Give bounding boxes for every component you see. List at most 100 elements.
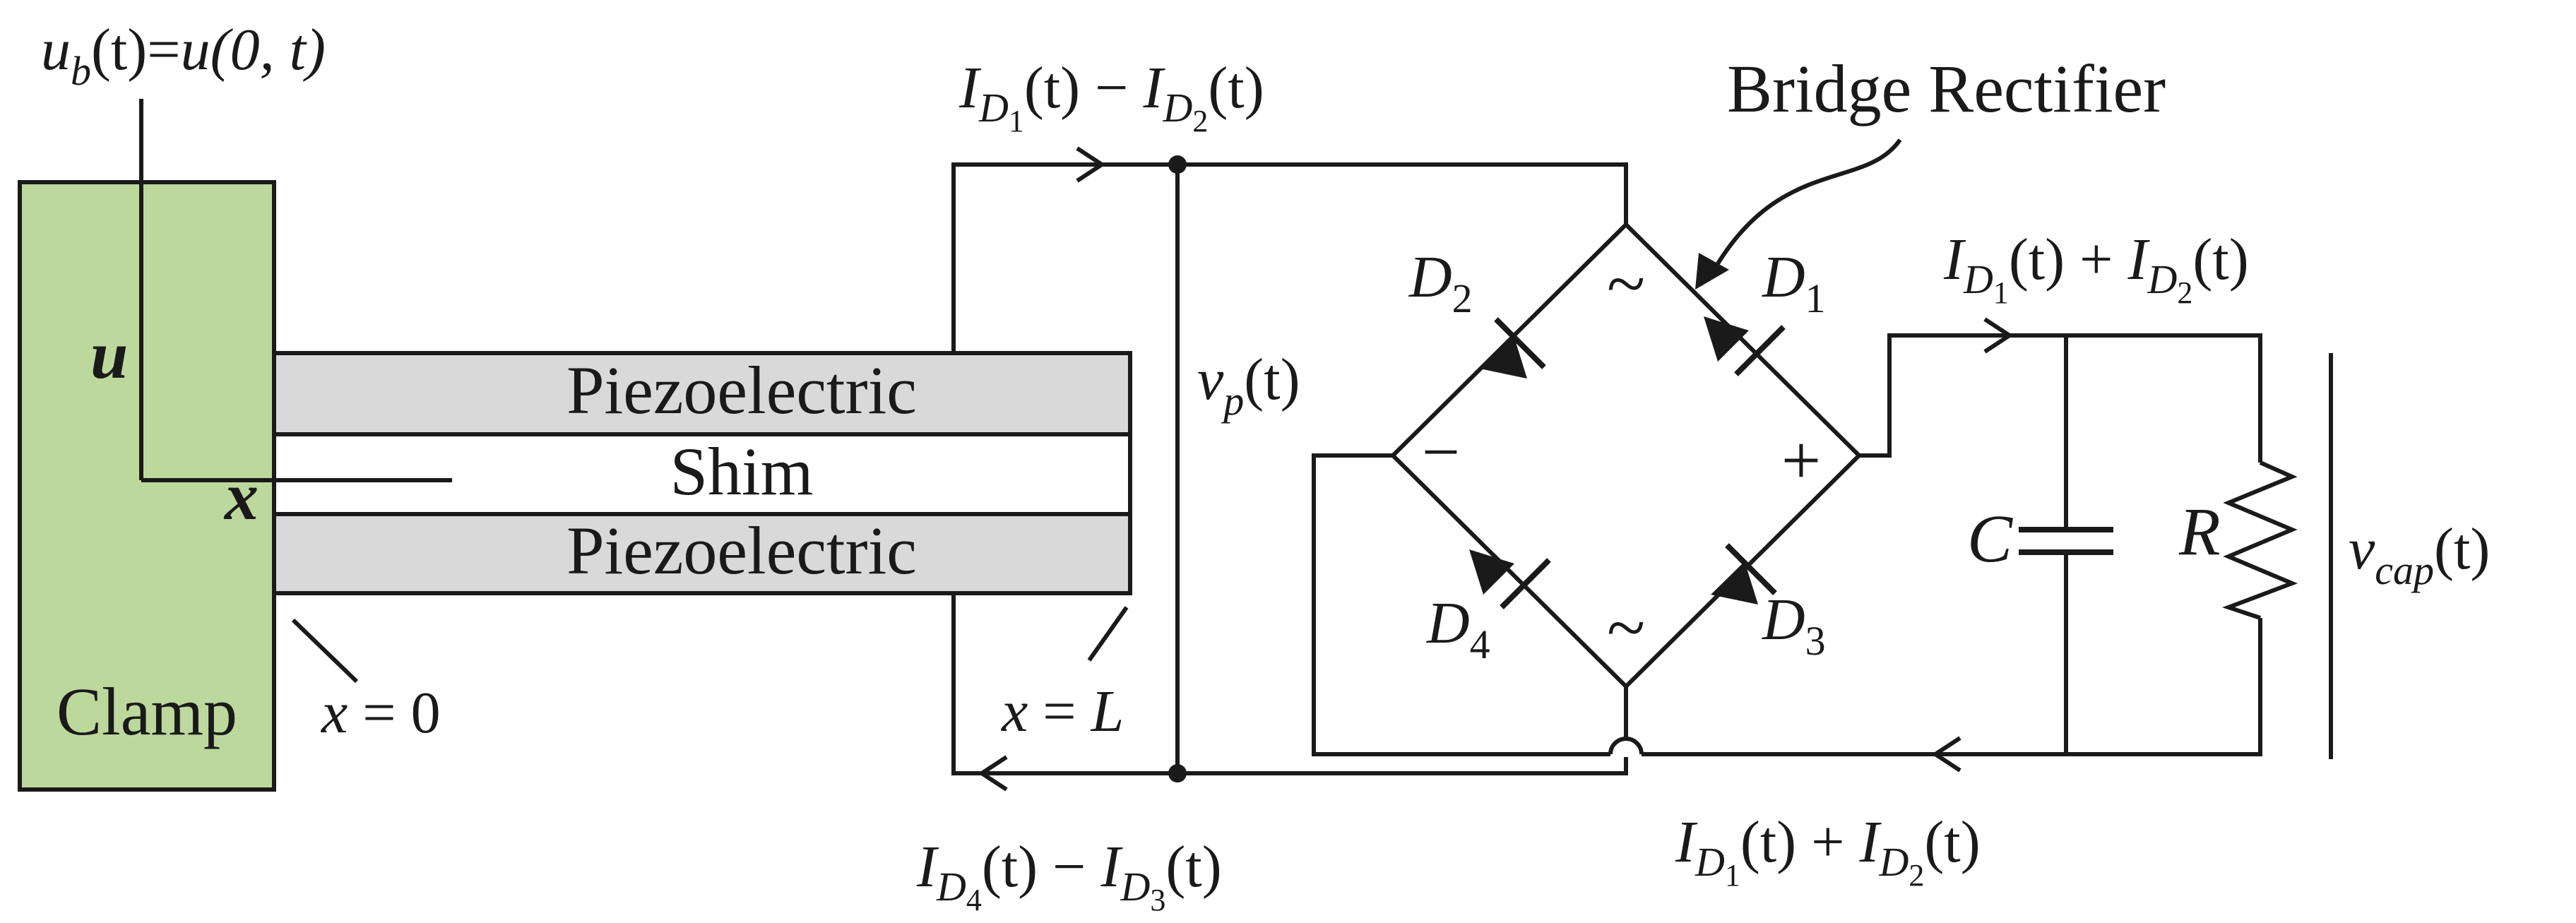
d4-bar: [1500, 558, 1551, 609]
positive-output-wire: [1859, 333, 2262, 463]
negative-return-wire: [1312, 453, 1610, 756]
cur-rb-t2: (t): [1924, 809, 1980, 875]
bottom-layer-label: Piezoelectric: [566, 513, 917, 588]
d4-label: D4: [1426, 590, 1490, 667]
vcap-sub: cap: [2375, 547, 2434, 593]
ub-t: (t)=: [91, 17, 181, 83]
d1-triangle: [1704, 316, 1749, 362]
ub-sub: b: [71, 48, 91, 94]
capacitor-label: C: [1967, 501, 2013, 576]
top-piezo-layer: [272, 351, 1132, 436]
beam-layers: Piezoelectric Shim Piezoelectric: [272, 351, 1132, 595]
positive-terminal-sign: +: [1781, 421, 1821, 499]
ub-u: u: [41, 17, 71, 83]
wire-crossover-hop: [1608, 737, 1644, 755]
d2-label: D2: [1408, 244, 1473, 321]
x0-arrow: [291, 618, 359, 684]
cur-bl-i2: I: [1100, 834, 1124, 900]
top-current-arrowhead: [1076, 146, 1106, 183]
diode-d3: [1711, 543, 1777, 605]
vp-v: v: [1197, 347, 1224, 412]
cur-tl-d1: D: [978, 85, 1009, 131]
bridge-rectifier-leader-head: [1695, 253, 1729, 290]
vp-label: vp(t): [1197, 347, 1300, 424]
cur-rb-d2: D: [1879, 839, 1909, 885]
d3-bar: [1725, 543, 1777, 595]
cur-rb-d1: D: [1694, 839, 1725, 885]
cur-rb-i2: I: [1859, 809, 1882, 875]
cur-rt-b: 2: [2177, 275, 2192, 310]
cur-tl-i2: I: [1143, 55, 1166, 121]
d4-triangle: [1469, 549, 1514, 595]
base-excitation-label: ub(t)=u(0, t): [41, 17, 326, 94]
current-label-bottom-left: ID4(t) − ID3(t): [916, 834, 1222, 917]
circuit-wires: [951, 162, 2298, 775]
bridge-rectifier-leader: [1711, 138, 1902, 273]
ac-symbol-top: ~: [1607, 244, 1645, 323]
right-bottom-current-arrowhead: [1931, 736, 1961, 773]
cur-tl-a: 1: [1009, 104, 1024, 138]
right-top-current-arrowhead: [1983, 317, 2014, 354]
bottom-node-dot: [1168, 764, 1187, 782]
x0-rest: = 0: [348, 680, 440, 746]
d1-sub: 1: [1805, 275, 1826, 321]
cur-bl-b: 3: [1150, 883, 1165, 917]
cur-rt-op: +: [2065, 227, 2127, 292]
vcap-label: vcap(t): [2349, 516, 2490, 593]
cur-bl-op: −: [1038, 834, 1100, 900]
diode-d1: [1704, 316, 1786, 376]
shim-layer: [272, 432, 1132, 516]
xL-pointer: x = L: [1000, 606, 1129, 744]
resistor-zigzag: [2222, 460, 2298, 620]
x-axis-label: x: [223, 458, 259, 534]
d1-bar: [1734, 325, 1786, 376]
x0-label: x = 0: [320, 680, 441, 746]
cur-bl-d2: D: [1120, 864, 1151, 910]
ac-symbol-bottom: ~: [1607, 588, 1645, 667]
clamp-block: [18, 180, 276, 792]
xL-label: x = L: [1000, 679, 1124, 744]
x0-pointer: x = 0: [291, 618, 441, 746]
shim-label: Shim: [670, 434, 814, 509]
diode-d2: [1480, 317, 1546, 379]
bottom-lead-wire: [951, 593, 1628, 775]
clamp-label: Clamp: [57, 674, 237, 749]
cur-bl-i1: I: [916, 834, 939, 900]
cur-rt-d1: D: [1963, 256, 1993, 302]
x0-var: x: [320, 680, 348, 746]
vp-rest: (t): [1244, 347, 1300, 412]
d4-sub: 4: [1470, 621, 1490, 667]
bridge-rectifier-title: Bridge Rectifier: [1727, 51, 2166, 126]
xL-L: L: [1091, 679, 1124, 744]
d4-letter: D: [1426, 590, 1470, 656]
cur-tl-t2: (t): [1208, 55, 1264, 121]
cur-rb-a: 1: [1725, 858, 1740, 893]
coordinate-axes: u x: [90, 98, 453, 534]
u-axis-label: u: [90, 317, 128, 393]
cur-tl-t1: (t): [1024, 55, 1080, 121]
cur-bl-a: 4: [966, 883, 982, 917]
diode-d4: [1469, 549, 1551, 609]
xL-var: x: [1000, 679, 1028, 744]
negative-terminal-sign: −: [1422, 414, 1460, 489]
d2-bar: [1494, 317, 1546, 369]
cur-rb-i1: I: [1675, 809, 1698, 875]
cur-tl-op: −: [1080, 55, 1143, 121]
vcap-v: v: [2349, 516, 2375, 582]
d3-sub: 3: [1805, 618, 1826, 664]
clamp: Clamp: [18, 180, 276, 792]
d2-sub: 2: [1452, 275, 1473, 321]
cur-rt-i2: I: [2127, 227, 2151, 292]
cur-rt-d2: D: [2147, 256, 2178, 302]
cur-rb-b: 2: [1909, 858, 1924, 893]
cur-tl-d2: D: [1163, 85, 1193, 131]
cur-rb-t1: (t): [1740, 809, 1796, 875]
xL-arrow: [1087, 606, 1129, 662]
bottom-piezo-layer: [272, 512, 1132, 595]
d2-letter: D: [1408, 244, 1452, 310]
resistor-label: R: [2178, 494, 2221, 569]
top-lead-wire: [951, 162, 1628, 353]
d3-triangle: [1711, 561, 1758, 605]
top-node-dot: [1168, 155, 1187, 174]
